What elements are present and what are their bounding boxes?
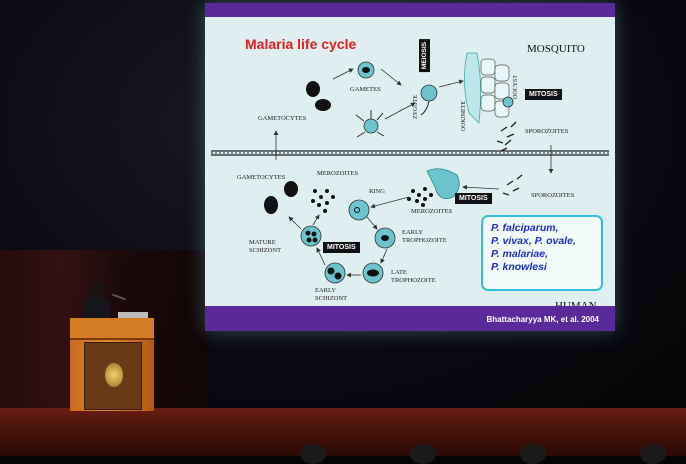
label-late-trophozoite: LATE TROPHOZOITE <box>391 269 436 284</box>
membrane-divider <box>211 150 609 156</box>
gametocyte-cells-top <box>306 81 331 111</box>
region-mosquito: MOSQUITO <box>527 43 585 55</box>
label-gametocytes-top: GAMETOCYTES <box>258 115 307 122</box>
early-trophozoite-cell <box>374 227 396 249</box>
label-ookinete: OOKINETE <box>461 101 467 132</box>
gametocyte-cells-human <box>264 181 298 214</box>
slide-title: Malaria life cycle <box>245 36 357 52</box>
label-zygote: ZYGOTE <box>413 95 419 119</box>
stage-floor <box>0 408 686 456</box>
species-box: P. falciparum, P. vivax, P. ovale, P. ma… <box>481 215 603 291</box>
label-ring: RING <box>369 188 385 195</box>
microgamete-cell <box>355 110 385 138</box>
label-early-trophozoite: EARLY TROPHOZOITE <box>402 229 447 244</box>
tag-mitosis-human-right: MITOSIS <box>455 193 492 204</box>
podium-panel <box>84 342 142 410</box>
merozoites-right-dots <box>407 187 433 207</box>
oocyst-gut-wall <box>464 52 514 124</box>
label-sporozoites-top: SPOROZOITES <box>525 128 569 135</box>
mosquito-arrows <box>273 68 554 174</box>
projection-screen: Malaria life cycle MOSQUITO HUMAN GAMETE… <box>205 3 615 331</box>
tag-meiosis: MEIOSIS <box>419 39 430 73</box>
label-merozoites-left: MEROZOITES <box>317 170 359 177</box>
laptop <box>118 312 148 320</box>
species-line-1: P. falciparum, <box>491 222 559 234</box>
podium-top <box>70 318 154 340</box>
label-oocyst: OOCYST <box>513 75 519 100</box>
slide-footer: Bhattacharyya MK, et al. 2004 <box>205 306 615 331</box>
label-sporozoites-human: SPOROZOITES <box>531 192 575 199</box>
species-line-4: P. knowlesi <box>491 261 547 273</box>
species-line-2: P. vivax, P. ovale, <box>491 235 576 247</box>
late-trophozoite-cell <box>362 262 384 284</box>
label-gametocytes-human: GAMETOCYTES <box>237 174 286 181</box>
sporozoites-human <box>502 174 523 196</box>
sporozoites-top <box>496 121 517 152</box>
credit-text: Bhattacharyya MK, et al. 2004 <box>486 315 600 324</box>
label-early-schizont: EARLY SCHIZONT <box>315 287 348 302</box>
early-schizont-cell <box>324 262 346 284</box>
life-cycle-diagram <box>205 3 615 284</box>
liver-cell <box>426 168 460 200</box>
label-merozoites-right: MEROZOITES <box>411 208 453 215</box>
mature-schizont-cell <box>300 225 322 247</box>
ring-cell <box>348 199 370 221</box>
label-gametes: GAMETES <box>350 86 381 93</box>
tag-mitosis-human-left: MITOSIS <box>323 242 360 253</box>
emblem-seal-icon <box>105 363 123 387</box>
speaker <box>84 282 110 320</box>
speaker-body <box>84 296 110 320</box>
species-line-3: P. malariae, <box>491 248 549 260</box>
human-arrows <box>288 184 500 278</box>
gamete-cell <box>357 61 375 79</box>
speaker-head <box>90 282 104 298</box>
label-mature-schizont: MATURE SCHIZONT <box>249 239 282 254</box>
merozoites-left-dots <box>311 189 335 213</box>
top-strip <box>205 3 615 17</box>
tag-mitosis-mosquito: MITOSIS <box>525 89 562 100</box>
podium <box>70 318 154 411</box>
zygote-cell <box>420 84 438 116</box>
